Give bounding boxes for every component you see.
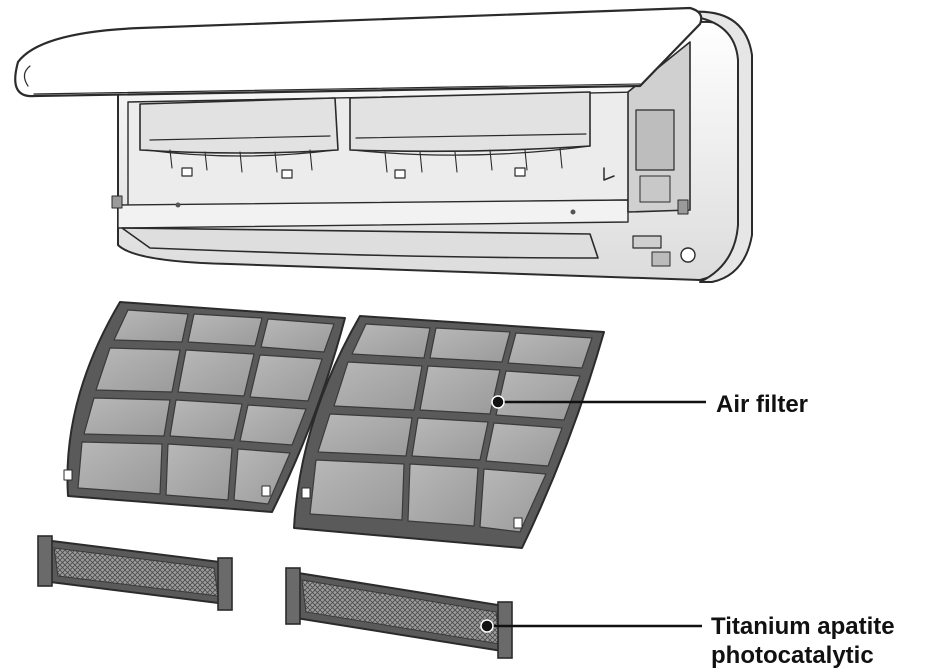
air-filter-left xyxy=(63,301,346,513)
titanium-filter-label: Titanium apatite photocatalytic xyxy=(711,612,895,670)
titanium-filter-left xyxy=(37,535,233,611)
air-filter-right xyxy=(293,315,605,549)
callout-titanium-leader xyxy=(480,619,702,633)
callout-air-filter-leader xyxy=(491,395,706,409)
vane-clips xyxy=(181,167,526,179)
titanium-filter-right xyxy=(285,567,513,659)
right-vane xyxy=(349,91,591,153)
air-filter-label: Air filter xyxy=(716,391,809,418)
unit-button xyxy=(680,247,696,263)
unit-side-cap xyxy=(689,10,753,283)
indoor-unit xyxy=(14,6,753,283)
lower-rail xyxy=(117,199,629,229)
bottom-louver xyxy=(121,227,599,259)
vane-ribs xyxy=(169,147,563,173)
titanium-label-line-1: Titanium apatite xyxy=(711,613,895,640)
front-panel xyxy=(14,6,703,98)
display-panel xyxy=(632,235,662,249)
left-vane xyxy=(139,97,339,154)
titanium-label-line-2: photocatalytic xyxy=(711,642,874,669)
